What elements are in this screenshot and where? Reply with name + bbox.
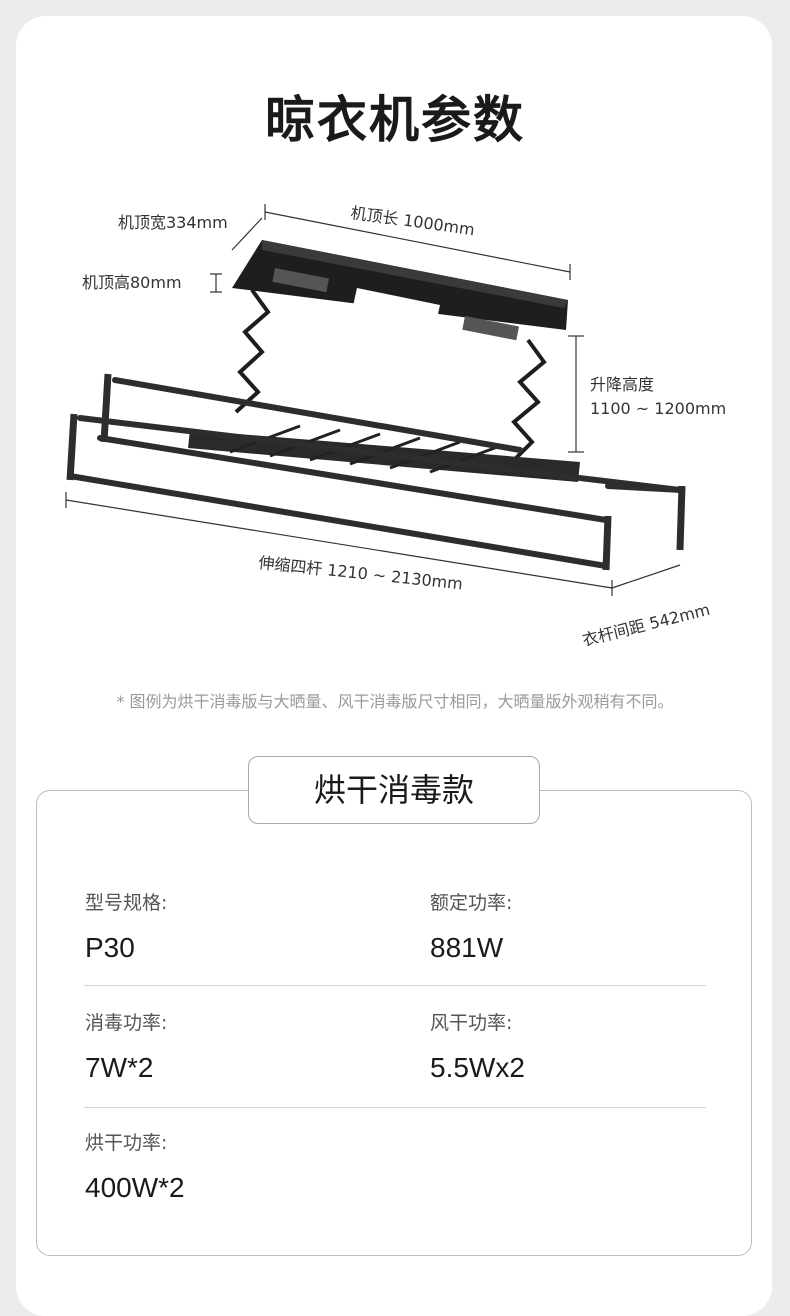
model-name-badge: 烘干消毒款 <box>248 756 540 824</box>
spec-label-air-dry-power: 风干功率: <box>430 1012 513 1034</box>
content-card <box>16 16 772 1316</box>
footnote: * 图例为烘干消毒版与大晒量、风干消毒版尺寸相同，大晒量版外观稍有不同。 <box>116 692 674 711</box>
spec-value-drying-power: 400W*2 <box>85 1172 185 1203</box>
drying-rack <box>66 373 686 571</box>
scissor-arms <box>234 288 547 464</box>
page-title: 晾衣机参数 <box>265 91 525 149</box>
spec-label-drying-power: 烘干功率: <box>85 1132 168 1154</box>
spec-value-air-dry-power: 5.5Wx2 <box>430 1052 525 1083</box>
spec-value-rated-power: 881W <box>430 932 504 963</box>
top-height-label: 机顶高80mm <box>82 273 182 292</box>
top-unit <box>232 240 568 341</box>
spec-divider <box>84 1107 706 1108</box>
top-length-label: 机顶长 1000mm <box>349 203 475 239</box>
lift-height-value: 1100 ~ 1200mm <box>590 399 726 418</box>
rod-spacing-label: 衣杆间距 542mm <box>580 600 712 650</box>
lift-height-title: 升降高度 <box>590 375 654 394</box>
spec-value-disinfection-power: 7W*2 <box>85 1052 154 1083</box>
product-dimension-diagram: 机顶宽334mm 机顶长 1000mm 机顶高80mm 升降高度 1100 ~ … <box>65 203 726 650</box>
spec-label-disinfection-power: 消毒功率: <box>85 1012 168 1034</box>
spec-label-rated-power: 额定功率: <box>430 892 513 914</box>
top-width-label: 机顶宽334mm <box>118 213 228 232</box>
dimension-lines <box>65 204 681 596</box>
spec-value-model: P30 <box>85 932 135 963</box>
spec-label-model: 型号规格: <box>85 892 168 914</box>
spec-divider <box>84 985 706 986</box>
